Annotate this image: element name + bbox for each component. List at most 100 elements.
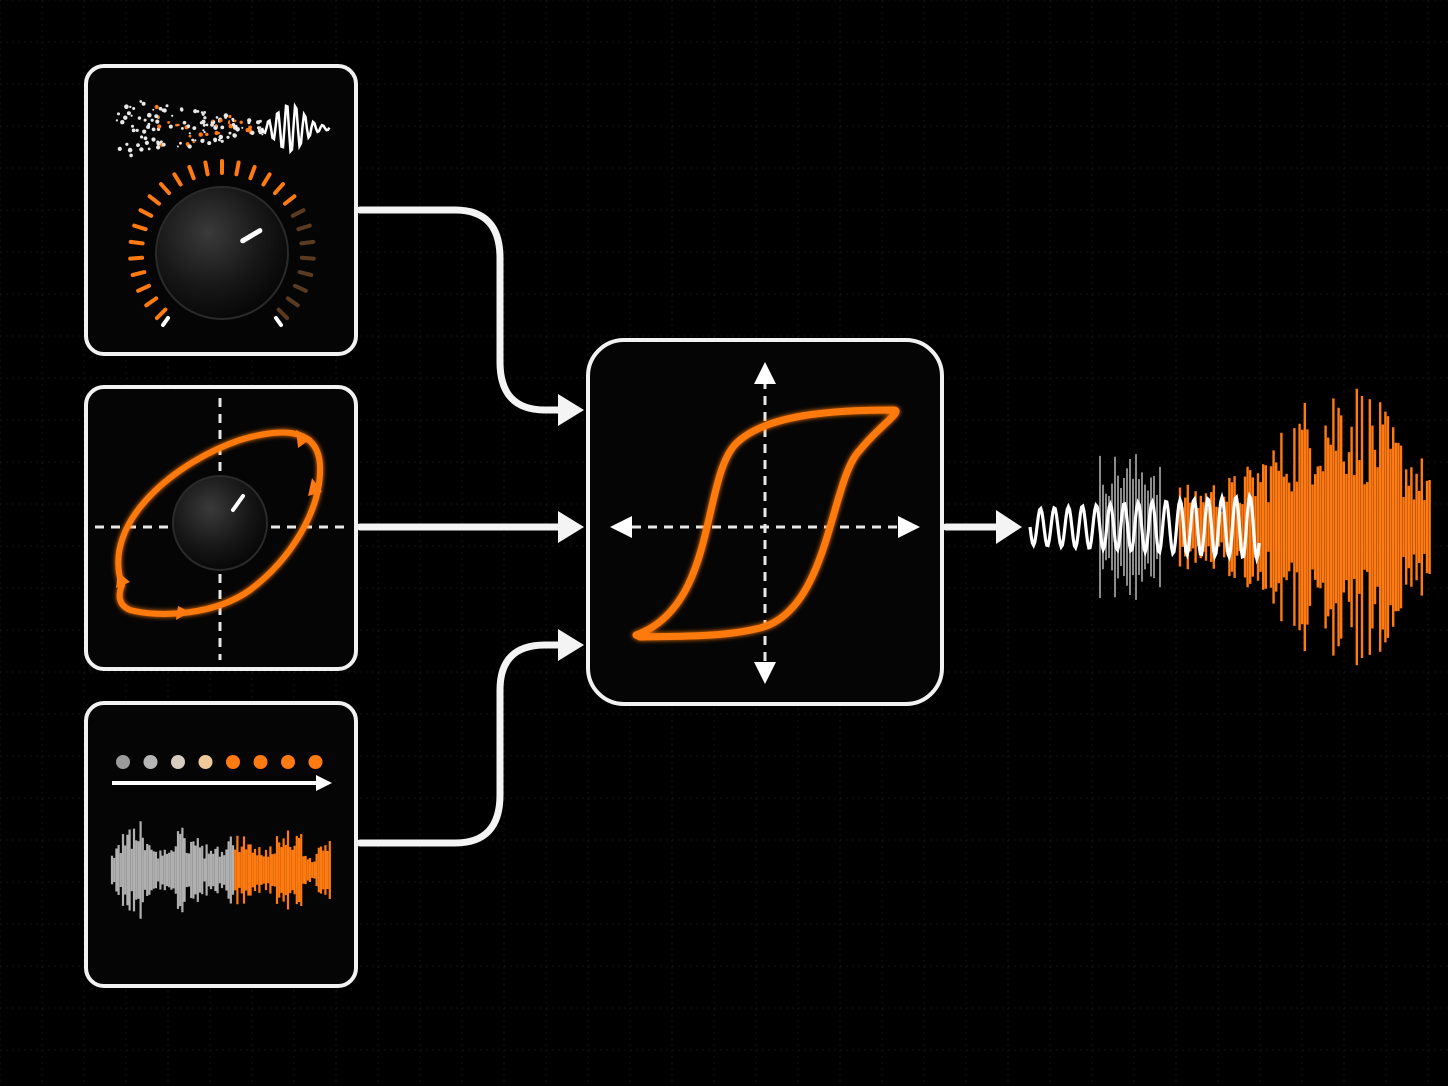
noise-dot: [231, 123, 236, 127]
noise-dot: [214, 130, 219, 136]
noise-dot: [213, 139, 217, 143]
dot-sequence-icon: [116, 755, 323, 769]
knob-tick: [299, 255, 316, 261]
noise-dot: [177, 123, 180, 127]
knob-tick: [136, 283, 151, 293]
knob-tick: [293, 283, 308, 293]
knob-tick: [273, 182, 285, 196]
knob-tick: [296, 223, 312, 232]
noise-dot: [191, 138, 195, 142]
noise-dot: [135, 128, 139, 132]
clean-wave-segment: [260, 102, 331, 155]
noise-dot: [196, 110, 200, 113]
noise-dot: [139, 147, 144, 152]
knob-icon[interactable]: [155, 186, 289, 320]
transfer-function-panel: [586, 338, 944, 706]
knob-tick: [144, 296, 159, 308]
noise-dot: [147, 112, 152, 118]
hysteresis-loop-icon: [115, 429, 324, 617]
sequence-dot: [171, 755, 185, 769]
noise-dot: [205, 123, 209, 127]
noise-dot: [231, 117, 235, 121]
noise-dot: [239, 120, 243, 125]
knob-tick: [234, 160, 241, 177]
noise-dot: [233, 119, 237, 123]
sequence-dot: [116, 755, 130, 769]
sequence-dot: [308, 755, 323, 769]
input-panel-sequence-wave: [84, 701, 358, 988]
axis-arrow-up: [754, 362, 776, 384]
axis-arrow-left: [610, 516, 632, 538]
noise-dot: [151, 127, 156, 132]
noise-dot: [203, 131, 206, 134]
noise-dot: [150, 118, 154, 122]
noise-dot: [228, 114, 232, 119]
noise-dot: [152, 108, 155, 111]
arrowhead-middle: [558, 511, 584, 543]
noise-dot: [179, 107, 184, 111]
noise-dot: [218, 138, 221, 142]
knob-tick: [290, 208, 306, 218]
noise-dot: [188, 132, 191, 135]
noise-dot: [223, 113, 229, 118]
noise-dot: [140, 135, 144, 139]
noise-dot: [228, 131, 232, 135]
knob-tick: [261, 172, 272, 187]
noise-dot: [131, 124, 134, 128]
knob-min-mark: [161, 316, 170, 327]
noise-dot: [201, 119, 206, 125]
noise-dot: [154, 104, 159, 110]
knob-tick: [132, 223, 148, 232]
loop-arrow-4: [116, 572, 130, 588]
noise-dot: [127, 147, 133, 153]
noise-dot: [198, 132, 203, 137]
noise-dot: [202, 129, 205, 132]
noise-dot: [181, 126, 184, 130]
noise-dot: [147, 147, 151, 151]
sequence-dot: [281, 755, 295, 769]
axis-arrow-right: [898, 516, 920, 538]
noise-dot: [201, 112, 205, 116]
noise-dot: [194, 139, 197, 142]
noise-dot: [215, 116, 219, 119]
knob-pointer: [231, 494, 245, 512]
knob-tick: [248, 165, 257, 181]
noise-dot: [186, 124, 191, 128]
noise-dot: [205, 132, 209, 137]
noise-dot: [146, 125, 151, 129]
noise-dot: [192, 140, 195, 144]
noise-dot: [187, 144, 192, 149]
noise-dot: [171, 114, 174, 117]
noise-to-wave-icon: [115, 100, 331, 158]
noise-dot: [192, 126, 197, 130]
knob-pointer: [240, 228, 263, 244]
knob-tick: [283, 194, 297, 206]
noise-dot: [156, 145, 161, 150]
noise-dot: [247, 118, 252, 123]
knob-scale-ticks: [128, 159, 316, 321]
noise-dot: [129, 105, 132, 109]
s-curve-transfer-icon: [632, 406, 900, 641]
connector-bottom: [356, 641, 564, 847]
noise-dot: [160, 140, 163, 144]
noise-dot: [165, 104, 169, 108]
noise-dot: [220, 139, 224, 143]
noise-dot: [218, 134, 224, 140]
knob-icon[interactable]: [172, 475, 268, 571]
noise-dot: [203, 116, 207, 120]
knob-max-mark: [274, 316, 283, 327]
connectors: [356, 206, 1022, 847]
noise-dot: [247, 121, 251, 125]
noise-dot: [124, 104, 129, 109]
noise-dot: [217, 132, 221, 135]
noise-dot: [137, 116, 142, 120]
noise-dot: [194, 109, 196, 112]
transition-waveform: [110, 821, 331, 919]
noise-dot: [179, 141, 182, 145]
noise-dot: [126, 111, 131, 116]
sequence-dot: [253, 755, 268, 769]
sequence-dot: [143, 755, 158, 769]
noise-dot: [248, 125, 253, 130]
noise-dot: [215, 124, 218, 127]
output-white-wave: [1028, 491, 1261, 565]
